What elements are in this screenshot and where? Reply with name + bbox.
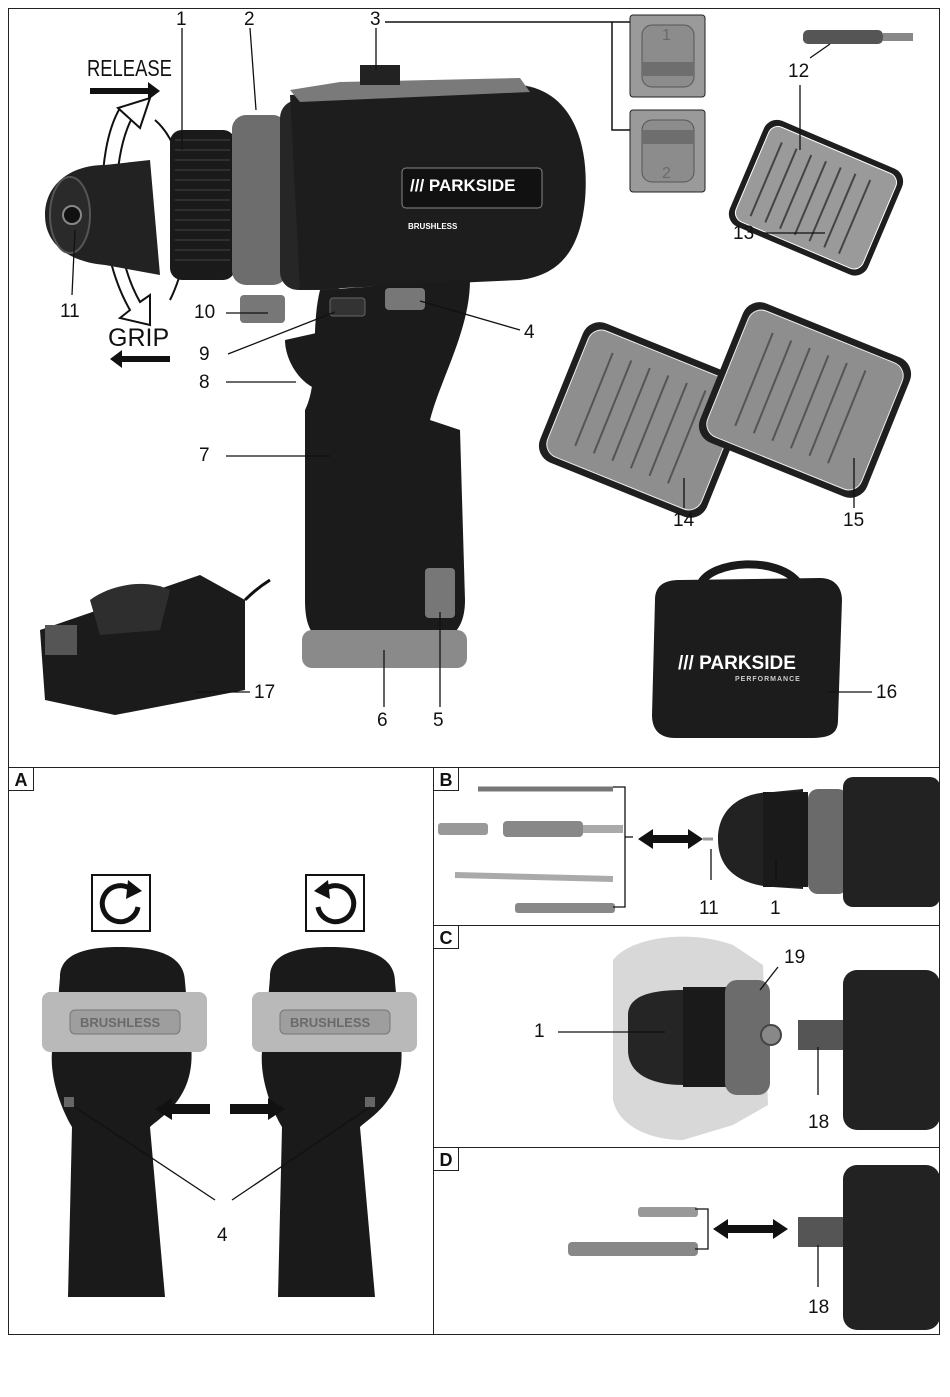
callout-9: 9 [199, 344, 210, 365]
brand-on-drill: /// PARKSIDE [410, 176, 516, 195]
panel-d-illustration [568, 1165, 940, 1330]
figure-frame [8, 8, 940, 1335]
brand-sub-on-bag: PERFORMANCE [735, 676, 801, 683]
switch-position-1: 1 [662, 27, 671, 44]
arrow-right-icon [230, 1098, 285, 1120]
grip-arrow-icon [110, 350, 170, 368]
divider-top [8, 767, 940, 768]
panel-c-callout-19: 19 [784, 947, 806, 968]
panel-a-label: A [8, 767, 34, 791]
panel-c-label: C [433, 925, 459, 949]
switch-position-2: 2 [662, 165, 671, 182]
release-arrow-icon [90, 82, 160, 100]
divider-cd [433, 1147, 940, 1148]
callout-12: 12 [788, 61, 810, 82]
panel-a-brushless-right: BRUSHLESS [290, 1015, 371, 1030]
divider-vertical [433, 767, 434, 1335]
panel-b-label: B [433, 767, 459, 791]
panel-c-illustration [558, 936, 940, 1140]
panel-a-brushless-left: BRUSHLESS [80, 1015, 161, 1030]
panel-c-callout-18: 18 [808, 1112, 830, 1133]
callout-8: 8 [199, 372, 210, 393]
panel-d-callout-18: 18 [808, 1297, 830, 1318]
callout-16: 16 [876, 682, 898, 703]
grip-label: GRIP [108, 324, 170, 352]
panel-c-callout-1: 1 [534, 1021, 545, 1042]
callout-4: 4 [524, 322, 535, 343]
panel-b-callout-1: 1 [770, 898, 781, 919]
brushless-on-drill: BRUSHLESS [408, 222, 458, 231]
callout-3: 3 [370, 9, 381, 30]
divider-bc [433, 925, 940, 926]
double-arrow-icon [638, 829, 703, 849]
panel-a-callout-4: 4 [217, 1225, 228, 1246]
panel-a-illustration [42, 874, 417, 1297]
panel-d-double-arrow-icon [713, 1219, 788, 1239]
callout-5: 5 [433, 710, 444, 731]
arrow-left-icon [155, 1098, 210, 1120]
callout-15: 15 [843, 510, 865, 531]
drill-illustration [40, 14, 913, 738]
callout-13: 13 [733, 223, 755, 244]
callout-2: 2 [244, 9, 255, 30]
callout-6: 6 [377, 710, 388, 731]
callout-1: 1 [176, 9, 187, 30]
brand-on-bag: /// PARKSIDE [678, 653, 796, 674]
release-label: RELEASE [87, 55, 172, 81]
callout-7: 7 [199, 445, 210, 466]
callout-14: 14 [673, 510, 695, 531]
panel-b-callout-11: 11 [699, 898, 719, 919]
panel-b-illustration [438, 777, 940, 913]
callout-17: 17 [254, 682, 276, 703]
callout-10: 10 [194, 302, 216, 323]
panel-d-label: D [433, 1147, 459, 1171]
callout-11: 11 [60, 301, 80, 322]
